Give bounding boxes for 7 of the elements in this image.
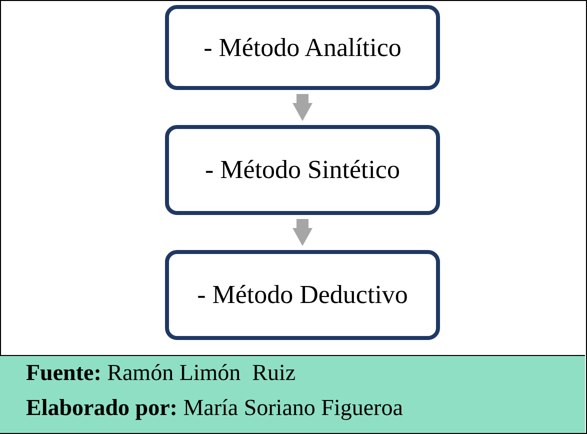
source-note: Elaborado por: María Soriano Figueroa bbox=[26, 395, 403, 421]
process-box: - Método Deductivo bbox=[165, 250, 440, 340]
source-note: Fuente: Ramón Limón Ruiz bbox=[26, 360, 296, 386]
process-box: - Método Analítico bbox=[165, 5, 440, 90]
process-box: - Método Sintético bbox=[165, 125, 440, 215]
arrow bbox=[292, 94, 312, 121]
arrow bbox=[292, 219, 312, 246]
